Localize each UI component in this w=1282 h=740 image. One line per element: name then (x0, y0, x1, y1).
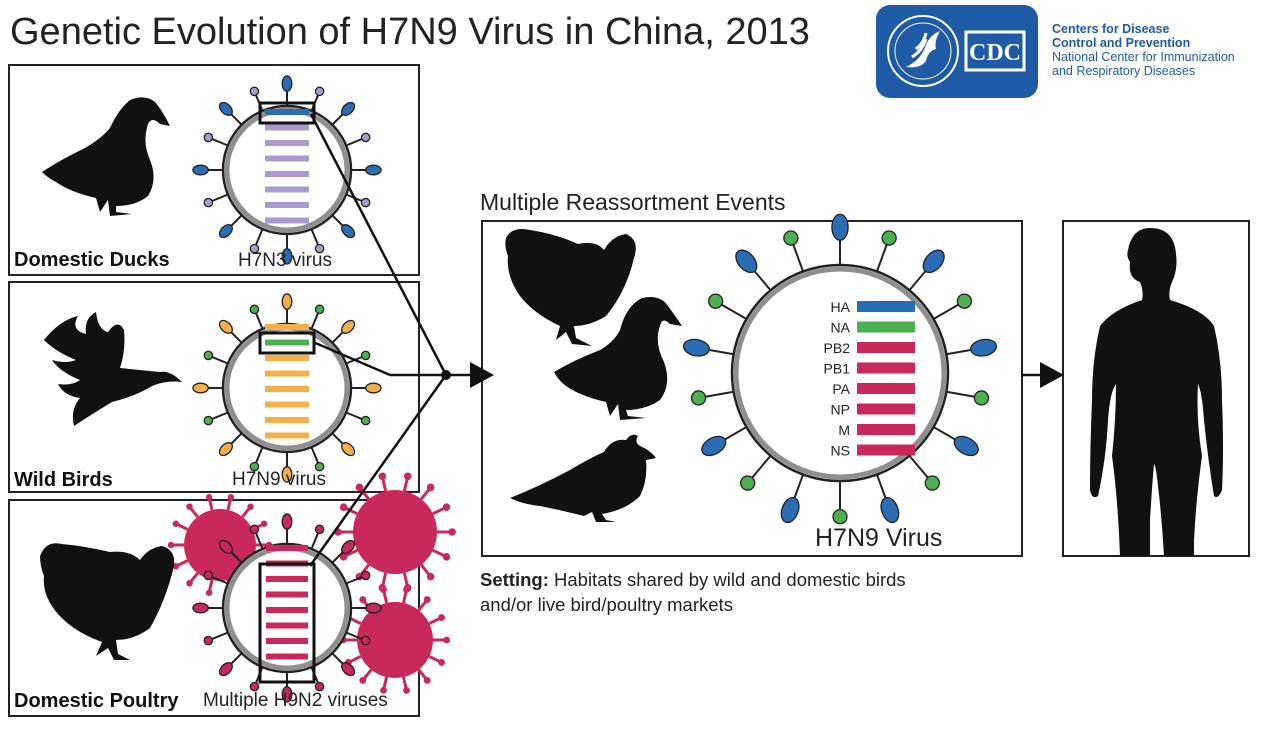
gene-bar-np (857, 403, 915, 415)
domestic-chicken-silhouette (40, 543, 175, 660)
h7n9-reassortant-virus (682, 213, 998, 525)
gene-segment (265, 386, 309, 392)
hhs-eagle-icon: CDC (887, 15, 1026, 87)
gene-segment (266, 607, 308, 613)
h9n2-bg-virus (334, 472, 456, 592)
gene-label-na: NA (831, 320, 851, 336)
org-line-4: and Respiratory Diseases (1052, 64, 1196, 78)
human-silhouette (1090, 228, 1223, 556)
gene-segment (265, 217, 309, 224)
org-line-1: Centers for Disease (1052, 22, 1170, 36)
na-segment-highlight (258, 331, 316, 355)
gene-bar-pb2 (857, 342, 915, 353)
host-label-domestic-poultry: Domestic Poultry (14, 690, 179, 712)
gene-label-m: M (838, 422, 850, 438)
gene-segment (266, 638, 308, 644)
org-line-2: Control and Prevention (1052, 36, 1191, 50)
arrow-to-human-icon (1040, 362, 1064, 388)
domestic-duck-silhouette (42, 97, 170, 216)
virus-label-h7n3: H7N3 virus (238, 250, 332, 271)
gene-segment (265, 370, 309, 377)
cdc-logo-text: CDC (969, 40, 1021, 66)
host-label-domestic-ducks: Domestic Ducks (14, 249, 170, 271)
reassort-duck-silhouette (554, 297, 682, 420)
ha-segment-highlight (258, 101, 316, 125)
host-label-wild-birds: Wild Birds (14, 469, 113, 491)
connector-lines (308, 113, 1040, 567)
virus-label-h9n2: Multiple H9N2 viruses (203, 690, 388, 711)
reassort-chicken-silhouette (505, 229, 636, 346)
gene-segment (265, 109, 309, 115)
gene-bar-pb1 (857, 362, 915, 374)
gene-segment (266, 622, 308, 629)
h7n9-wild-virus (192, 293, 382, 483)
gene-label-ha: HA (831, 299, 851, 315)
gene-label-pa: PA (832, 381, 850, 397)
page-title: Genetic Evolution of H7N9 Virus in China… (10, 11, 810, 53)
gene-label-np: NP (831, 402, 850, 418)
h9n2-bg-virus (339, 586, 451, 694)
org-name: Centers for Disease Control and Preventi… (1052, 22, 1235, 78)
gene-segment (266, 576, 308, 582)
setting-text-line2: and/or live bird/poultry markets (480, 594, 733, 615)
setting-label: Setting: (480, 569, 549, 590)
gene-label-ns: NS (831, 443, 850, 459)
gene-segment (265, 324, 309, 330)
gene-bar-pa (857, 383, 915, 394)
reassortant-virus-label: H7N9 Virus (815, 524, 943, 552)
gene-segment (265, 401, 309, 408)
internal-genes-highlight (258, 562, 316, 684)
arrow-into-reassortment-icon (470, 362, 494, 388)
reassortment-title: Multiple Reassortment Events (480, 189, 786, 215)
gene-bar-na (857, 321, 915, 333)
gene-label-pb1: PB1 (824, 361, 851, 377)
gene-segment (265, 124, 309, 131)
gene-segment (265, 417, 309, 423)
gene-segment (265, 432, 309, 439)
wild-bird-silhouette (44, 312, 182, 426)
gene-segment (265, 171, 309, 177)
gene-segment (266, 545, 308, 551)
gene-bar-ha (857, 301, 915, 312)
gene-segment (266, 591, 308, 598)
org-line-3: National Center for Immunization (1052, 50, 1235, 64)
h7n3-virus (192, 75, 382, 265)
setting-text-line1: Habitats shared by wild and domestic bir… (554, 569, 906, 590)
gene-segment (265, 186, 309, 193)
setting-note: Setting: Habitats shared by wild and dom… (480, 567, 906, 617)
gene-bar-m (857, 424, 915, 435)
gene-segment (265, 155, 309, 162)
gene-label-pb2: PB2 (824, 340, 851, 356)
h7n3-segments (265, 109, 309, 224)
cdc-logo: CDC (876, 5, 1038, 98)
gene-segment (265, 202, 309, 208)
h7n9-wild-segments (265, 324, 309, 439)
gene-bar-ns (857, 444, 915, 456)
virus-label-h7n9: H7N9 virus (232, 469, 326, 490)
reassort-quail-silhouette (510, 434, 656, 522)
gene-segment (265, 339, 309, 346)
gene-segment (265, 355, 309, 361)
gene-segment (265, 140, 309, 146)
merge-point (441, 370, 451, 380)
gene-segment (266, 653, 308, 660)
